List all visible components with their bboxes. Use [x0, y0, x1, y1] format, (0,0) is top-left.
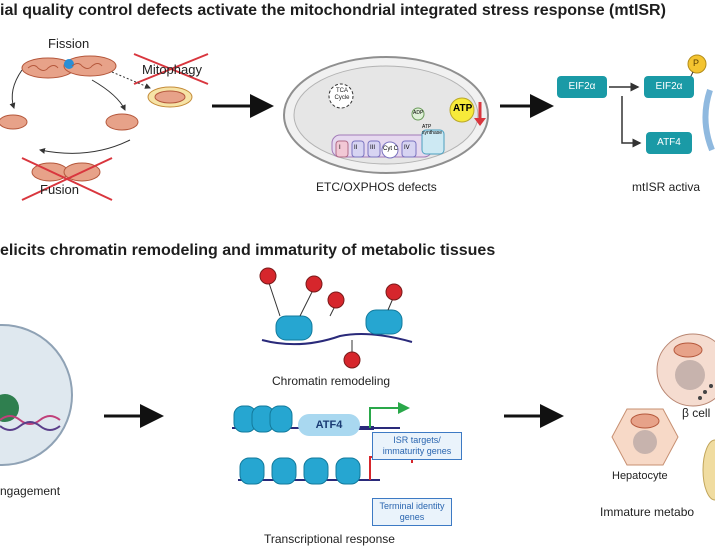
- chromatin-remodeling-label: Chromatin remodeling: [272, 374, 391, 388]
- etc-oxphos-label: ETC/OXPHOS defects: [316, 180, 437, 194]
- immature-metabolic-label: Immature metabo: [600, 505, 695, 519]
- transcriptional-response-label: Transcriptional response: [264, 532, 395, 546]
- small-mitos: [0, 113, 139, 131]
- beta-cell-label: β cell: [682, 406, 711, 420]
- atf4-box: ATF4: [646, 132, 692, 154]
- eif2a-p-box: EIF2α: [644, 76, 694, 98]
- isr-targets-box: ISR targets/ immaturity genes: [372, 432, 462, 460]
- engagement-label: ngagement: [0, 484, 61, 498]
- beta-cell: [656, 333, 715, 407]
- atf4-factor: ATF4: [298, 414, 360, 436]
- adp-label: ADP: [413, 110, 424, 116]
- nucleosomes-bottom: [239, 457, 361, 485]
- mitophagy-label: Mitophagy: [142, 62, 202, 77]
- mtisr-label: mtISR activa: [632, 180, 701, 194]
- atp-label: ATP: [453, 103, 473, 114]
- nucleus: [0, 324, 73, 466]
- fusion-mito: [21, 157, 113, 201]
- phospho-label: P: [693, 58, 700, 68]
- hepatocyte: [611, 408, 679, 466]
- top-heading: ial quality control defects activate the…: [0, 2, 666, 19]
- tca-cycle-label: TCA Cycle: [334, 88, 350, 101]
- complex-ii-label: II: [354, 145, 358, 151]
- hepatocyte-label: Hepatocyte: [612, 470, 668, 482]
- complex-iii-label: III: [370, 145, 376, 151]
- nucleosomes-mid: [233, 405, 293, 433]
- fission-label: Fission: [48, 36, 90, 51]
- complex-iv-label: IV: [404, 145, 410, 151]
- terminal-identity-box: Terminal identity genes: [372, 498, 452, 526]
- fusion-label: Fusion: [40, 182, 80, 197]
- complex-i-label: I: [339, 145, 341, 151]
- eif2a-box: EIF2α: [557, 76, 607, 98]
- atp-synthase-label: ATP synthase: [422, 124, 443, 136]
- histone-marks: [259, 267, 403, 369]
- bottom-heading: elicits chromatin remodeling and immatur…: [0, 242, 496, 259]
- fission-mito: [21, 55, 117, 79]
- cyt-c-label: Cyt C: [383, 146, 398, 152]
- nucleosomes-top: [275, 309, 403, 341]
- mitochondrion: [283, 56, 489, 174]
- mitophagy-mito: [133, 53, 209, 108]
